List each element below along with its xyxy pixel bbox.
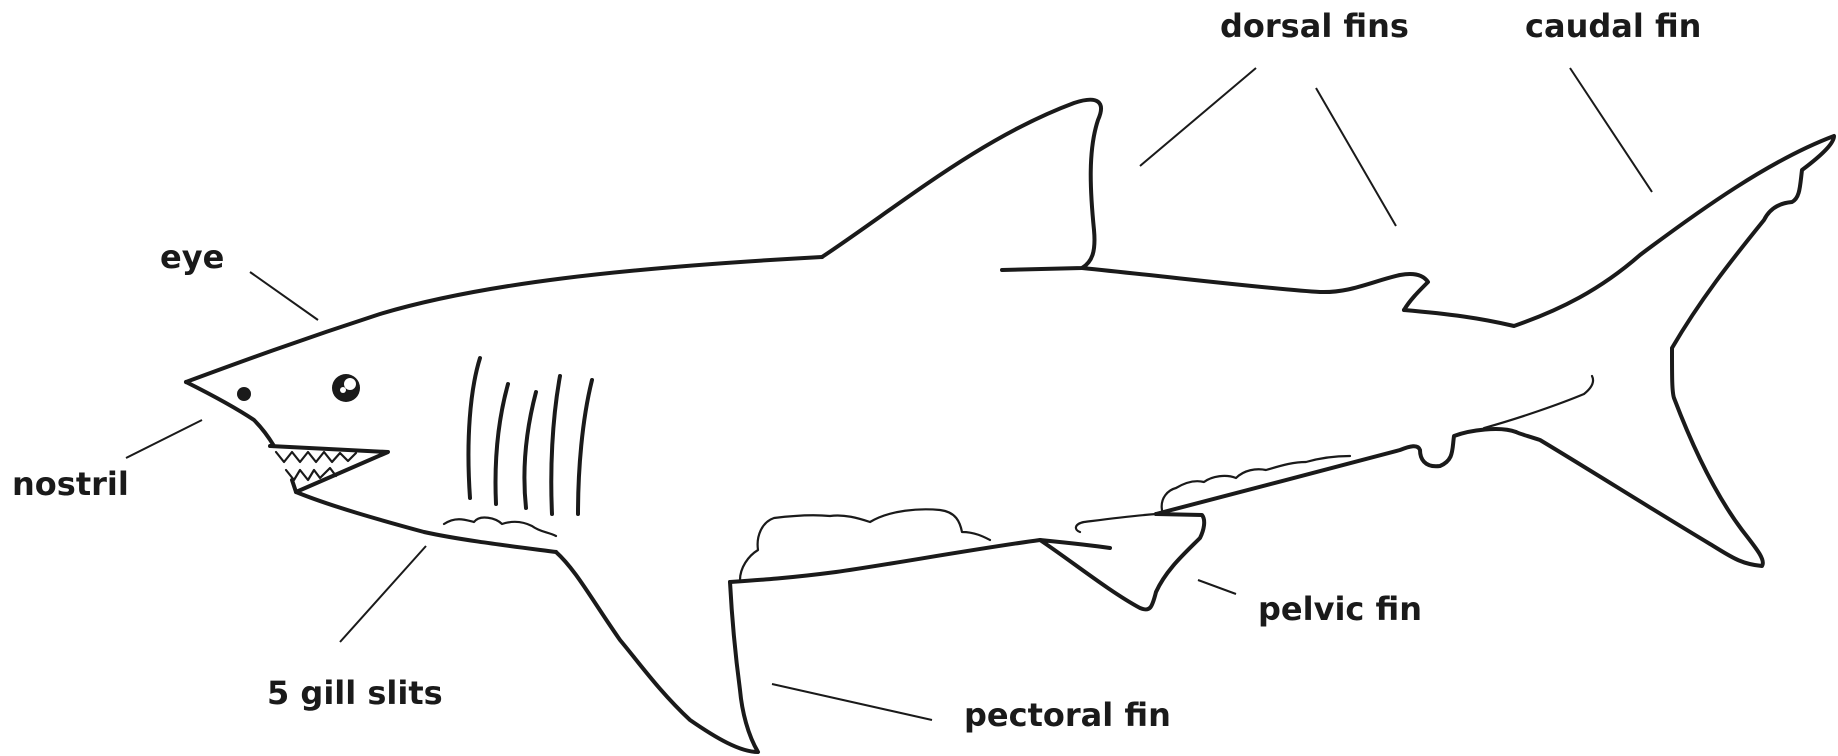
- leader-pectoral-fin: [772, 684, 932, 720]
- leader-nostril: [126, 420, 202, 458]
- label-nostril: nostril: [12, 465, 129, 503]
- pectoral-fin: [556, 552, 758, 752]
- leader-gill-slits: [340, 546, 426, 642]
- label-pelvic-fin: pelvic fin: [1258, 590, 1422, 628]
- first-dorsal-fin: [822, 100, 1101, 270]
- teeth-upper: [276, 452, 356, 462]
- nostril-dot: [237, 387, 251, 401]
- gill-slit: [524, 392, 536, 508]
- label-eye: eye: [160, 238, 224, 276]
- gill-slits: [468, 358, 592, 514]
- leader-dorsal-fin-2: [1316, 88, 1396, 226]
- eye-highlight-small: [340, 387, 346, 393]
- eye-highlight: [344, 378, 356, 390]
- labels: dorsal fins caudal fin eye nostril 5 gil…: [12, 7, 1701, 734]
- gill-slit: [496, 384, 509, 504]
- gill-slit: [551, 376, 560, 514]
- gill-slit: [578, 380, 592, 514]
- countershading-line: [444, 518, 556, 536]
- countershading-line: [1484, 376, 1593, 428]
- leader-pelvic-fin: [1198, 580, 1236, 594]
- label-gill-slits: 5 gill slits: [267, 674, 443, 712]
- shark-back-outline: [186, 257, 822, 382]
- snout-underside: [186, 382, 274, 446]
- lower-peduncle: [1156, 429, 1516, 514]
- belly-outline: [730, 540, 1040, 582]
- pelvic-fin-inner: [1076, 514, 1156, 532]
- mid-back-outline: [1082, 268, 1428, 310]
- pelvic-fin: [1040, 514, 1204, 609]
- leader-dorsal-fin-1: [1140, 68, 1256, 166]
- caudal-fin: [1404, 136, 1834, 566]
- label-dorsal-fins: dorsal fins: [1220, 7, 1409, 45]
- countershading-line: [1162, 456, 1350, 510]
- label-pectoral-fin: pectoral fin: [964, 696, 1171, 734]
- leader-caudal-fin: [1570, 68, 1652, 192]
- shark-illustration: [186, 100, 1834, 752]
- gill-slit: [468, 358, 480, 498]
- leader-eye: [250, 272, 318, 320]
- label-caudal-fin: caudal fin: [1525, 7, 1701, 45]
